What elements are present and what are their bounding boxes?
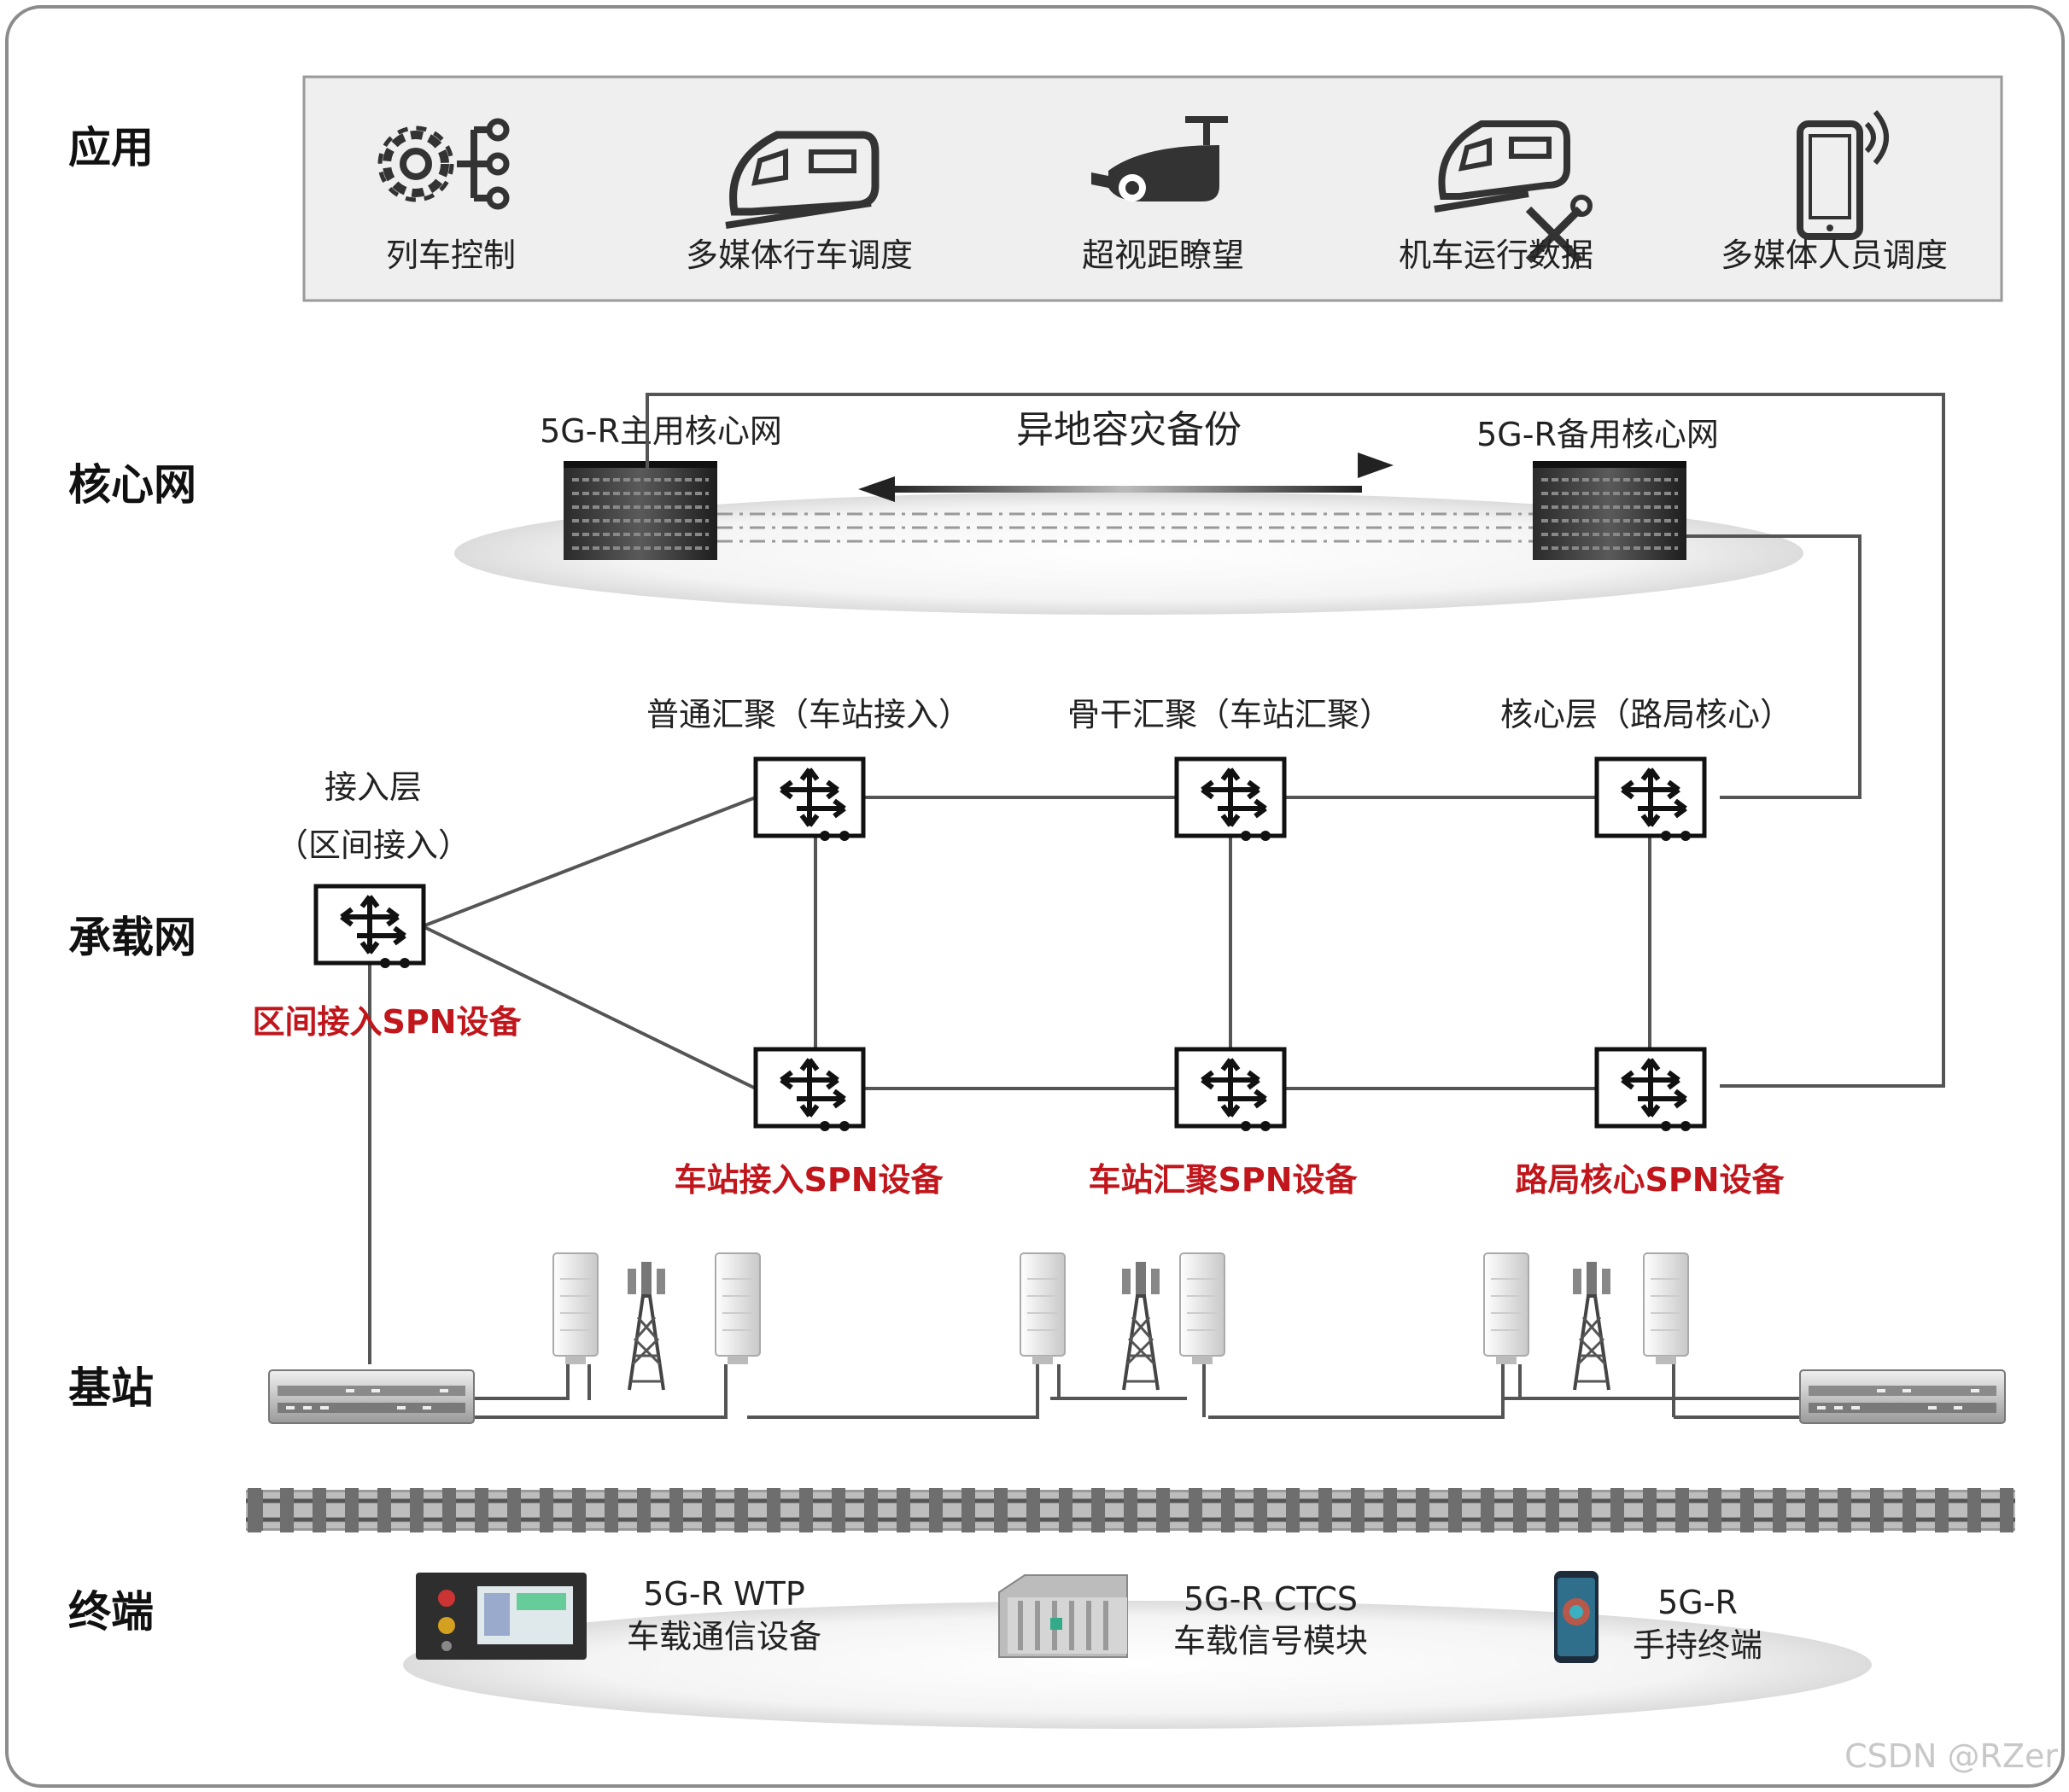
rru-5 xyxy=(1483,1252,1529,1365)
disaster-recovery-arrow xyxy=(858,452,1394,502)
main-core-server xyxy=(564,461,717,560)
section-access-spn-device xyxy=(316,886,424,968)
layer-label-app: 应用 xyxy=(68,123,154,172)
ctcs-label-line1: 5G-R CTCS xyxy=(1184,1580,1358,1618)
app-label-train-control: 列车控制 xyxy=(386,236,516,274)
access-layer-sublabel: （区间接入） xyxy=(276,826,470,864)
bureau-core-spn-bottom xyxy=(1597,1049,1704,1131)
station-agg-spn-bottom xyxy=(1177,1049,1284,1131)
bbu-right xyxy=(1798,1369,2007,1425)
rru-1 xyxy=(552,1252,599,1365)
app-label-long-range-view: 超视距瞭望 xyxy=(1082,236,1244,274)
tower-1 xyxy=(626,1260,667,1392)
tower-3 xyxy=(1571,1260,1612,1392)
watermark: CSDN @RZer xyxy=(1844,1737,2058,1775)
handheld-label-line1: 5G-R xyxy=(1657,1584,1738,1621)
base-station-links xyxy=(474,1364,1800,1419)
core-layer-label: 核心层（路局核心） xyxy=(1500,696,1792,733)
ctcs-module-icon xyxy=(998,1574,1128,1658)
ctcs-label-line2: 车载信号模块 xyxy=(1173,1622,1368,1660)
backbone-agg-label: 骨干汇聚（车站汇聚） xyxy=(1067,696,1392,733)
layer-label-core: 核心网 xyxy=(68,460,196,510)
mobile-phone-icon xyxy=(1797,110,1889,240)
station-access-spn-top xyxy=(756,759,863,841)
spn-links xyxy=(368,796,1651,1364)
app-label-locomotive-data: 机车运行数据 xyxy=(1399,236,1593,274)
backup-core-uplink xyxy=(1686,534,1862,799)
main-core-uplink xyxy=(646,393,1945,1088)
normal-agg-label: 普通汇聚（车站接入） xyxy=(646,696,971,733)
terminal-platform xyxy=(403,1601,1872,1729)
backup-core-server xyxy=(1533,461,1686,560)
main-core-label: 5G-R主用核心网 xyxy=(540,412,782,450)
wtp-device-icon xyxy=(416,1573,587,1660)
track-sleepers xyxy=(248,1488,2013,1532)
layer-label-terminal: 终端 xyxy=(68,1587,154,1637)
access-layer-label: 接入层 xyxy=(324,768,422,806)
core-platform xyxy=(454,492,1803,615)
section-spn-label: 区间接入SPN设备 xyxy=(252,1003,522,1041)
wtp-label-line1: 5G-R WTP xyxy=(643,1575,805,1613)
gear-network-icon xyxy=(377,118,510,210)
handheld-label-line2: 手持终端 xyxy=(1633,1626,1762,1664)
rru-6 xyxy=(1643,1252,1689,1365)
railway-track xyxy=(246,1488,2015,1532)
station-agg-spn-top xyxy=(1177,759,1284,841)
bureau-core-spn-top xyxy=(1597,759,1704,841)
layer-label-bearer: 承载网 xyxy=(68,913,196,962)
station-agg-spn-label: 车站汇聚SPN设备 xyxy=(1088,1161,1358,1199)
train-tools-icon xyxy=(1434,120,1593,264)
app-label-staff-dispatch: 多媒体人员调度 xyxy=(1721,236,1948,274)
bureau-core-spn-label: 路局核心SPN设备 xyxy=(1515,1161,1785,1199)
train-icon xyxy=(725,131,880,229)
app-label-multimedia-dispatch: 多媒体行车调度 xyxy=(686,236,913,274)
station-access-spn-bottom xyxy=(756,1049,863,1131)
layer-label-base: 基站 xyxy=(68,1363,154,1413)
bbu-left xyxy=(267,1369,476,1425)
camera-icon xyxy=(1091,116,1228,201)
tower-2 xyxy=(1120,1260,1161,1392)
handheld-phone-icon xyxy=(1554,1571,1599,1663)
rru-2 xyxy=(715,1252,761,1365)
disaster-recovery-label: 异地容灾备份 xyxy=(1016,408,1242,452)
station-access-spn-label: 车站接入SPN设备 xyxy=(674,1161,944,1199)
wtp-label-line2: 车载通信设备 xyxy=(627,1618,821,1655)
backup-core-label: 5G-R备用核心网 xyxy=(1476,416,1719,453)
core-backup-link xyxy=(717,512,1533,543)
rru-4 xyxy=(1179,1252,1225,1365)
rru-3 xyxy=(1020,1252,1066,1365)
